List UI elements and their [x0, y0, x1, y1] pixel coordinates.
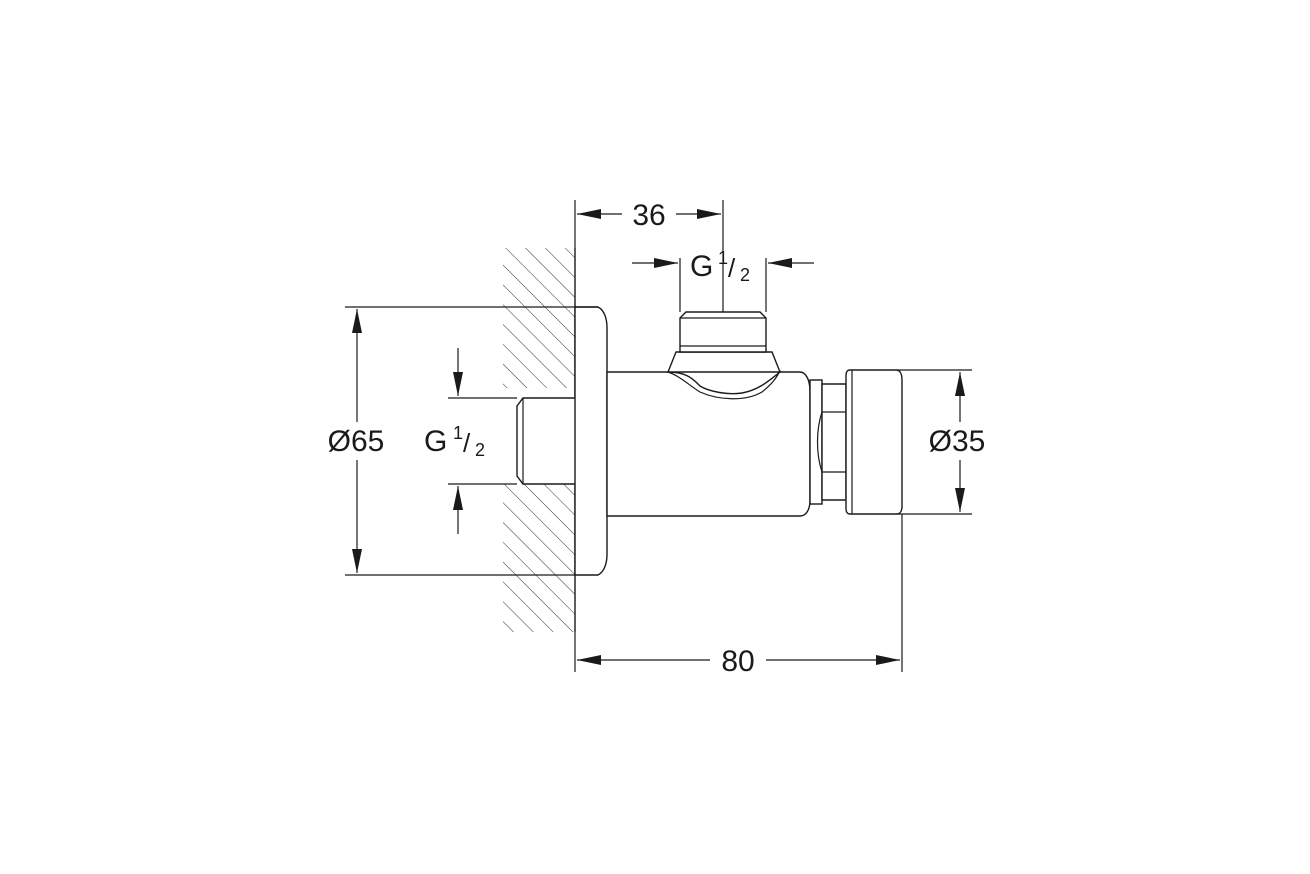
dimension-thread-inlet: G 1 / 2	[424, 348, 485, 534]
valve-body	[606, 369, 811, 517]
extension-lines	[345, 200, 972, 672]
thread-top-prefix: G	[690, 250, 713, 283]
thread-inlet-numerator: 1	[453, 423, 463, 443]
wall-hatching	[503, 248, 576, 632]
thread-inlet-prefix: G	[424, 425, 447, 458]
diameter-65-label: Ø65	[328, 425, 385, 458]
dimension-36: 36	[577, 199, 721, 232]
dimension-80-label: 80	[721, 645, 754, 678]
hex-nut	[809, 379, 852, 505]
dimension-36-label: 36	[632, 199, 665, 232]
dimension-80: 80	[577, 645, 900, 678]
thread-top-numerator: 1	[718, 248, 728, 268]
push-cap	[845, 369, 903, 515]
thread-top-denominator: 2	[740, 265, 750, 285]
dimension-diameter-65: Ø65	[328, 309, 385, 573]
outlet-connection	[666, 311, 782, 373]
thread-inlet-denominator: 2	[475, 440, 485, 460]
thread-inlet-separator: /	[463, 428, 471, 458]
dimension-thread-top: G 1 / 2	[632, 248, 814, 285]
thread-top-separator: /	[728, 253, 736, 283]
wall-flange	[574, 306, 608, 576]
diameter-35-label: Ø35	[929, 425, 986, 458]
dimension-diameter-35: Ø35	[929, 372, 986, 512]
inlet-thread	[516, 397, 575, 485]
